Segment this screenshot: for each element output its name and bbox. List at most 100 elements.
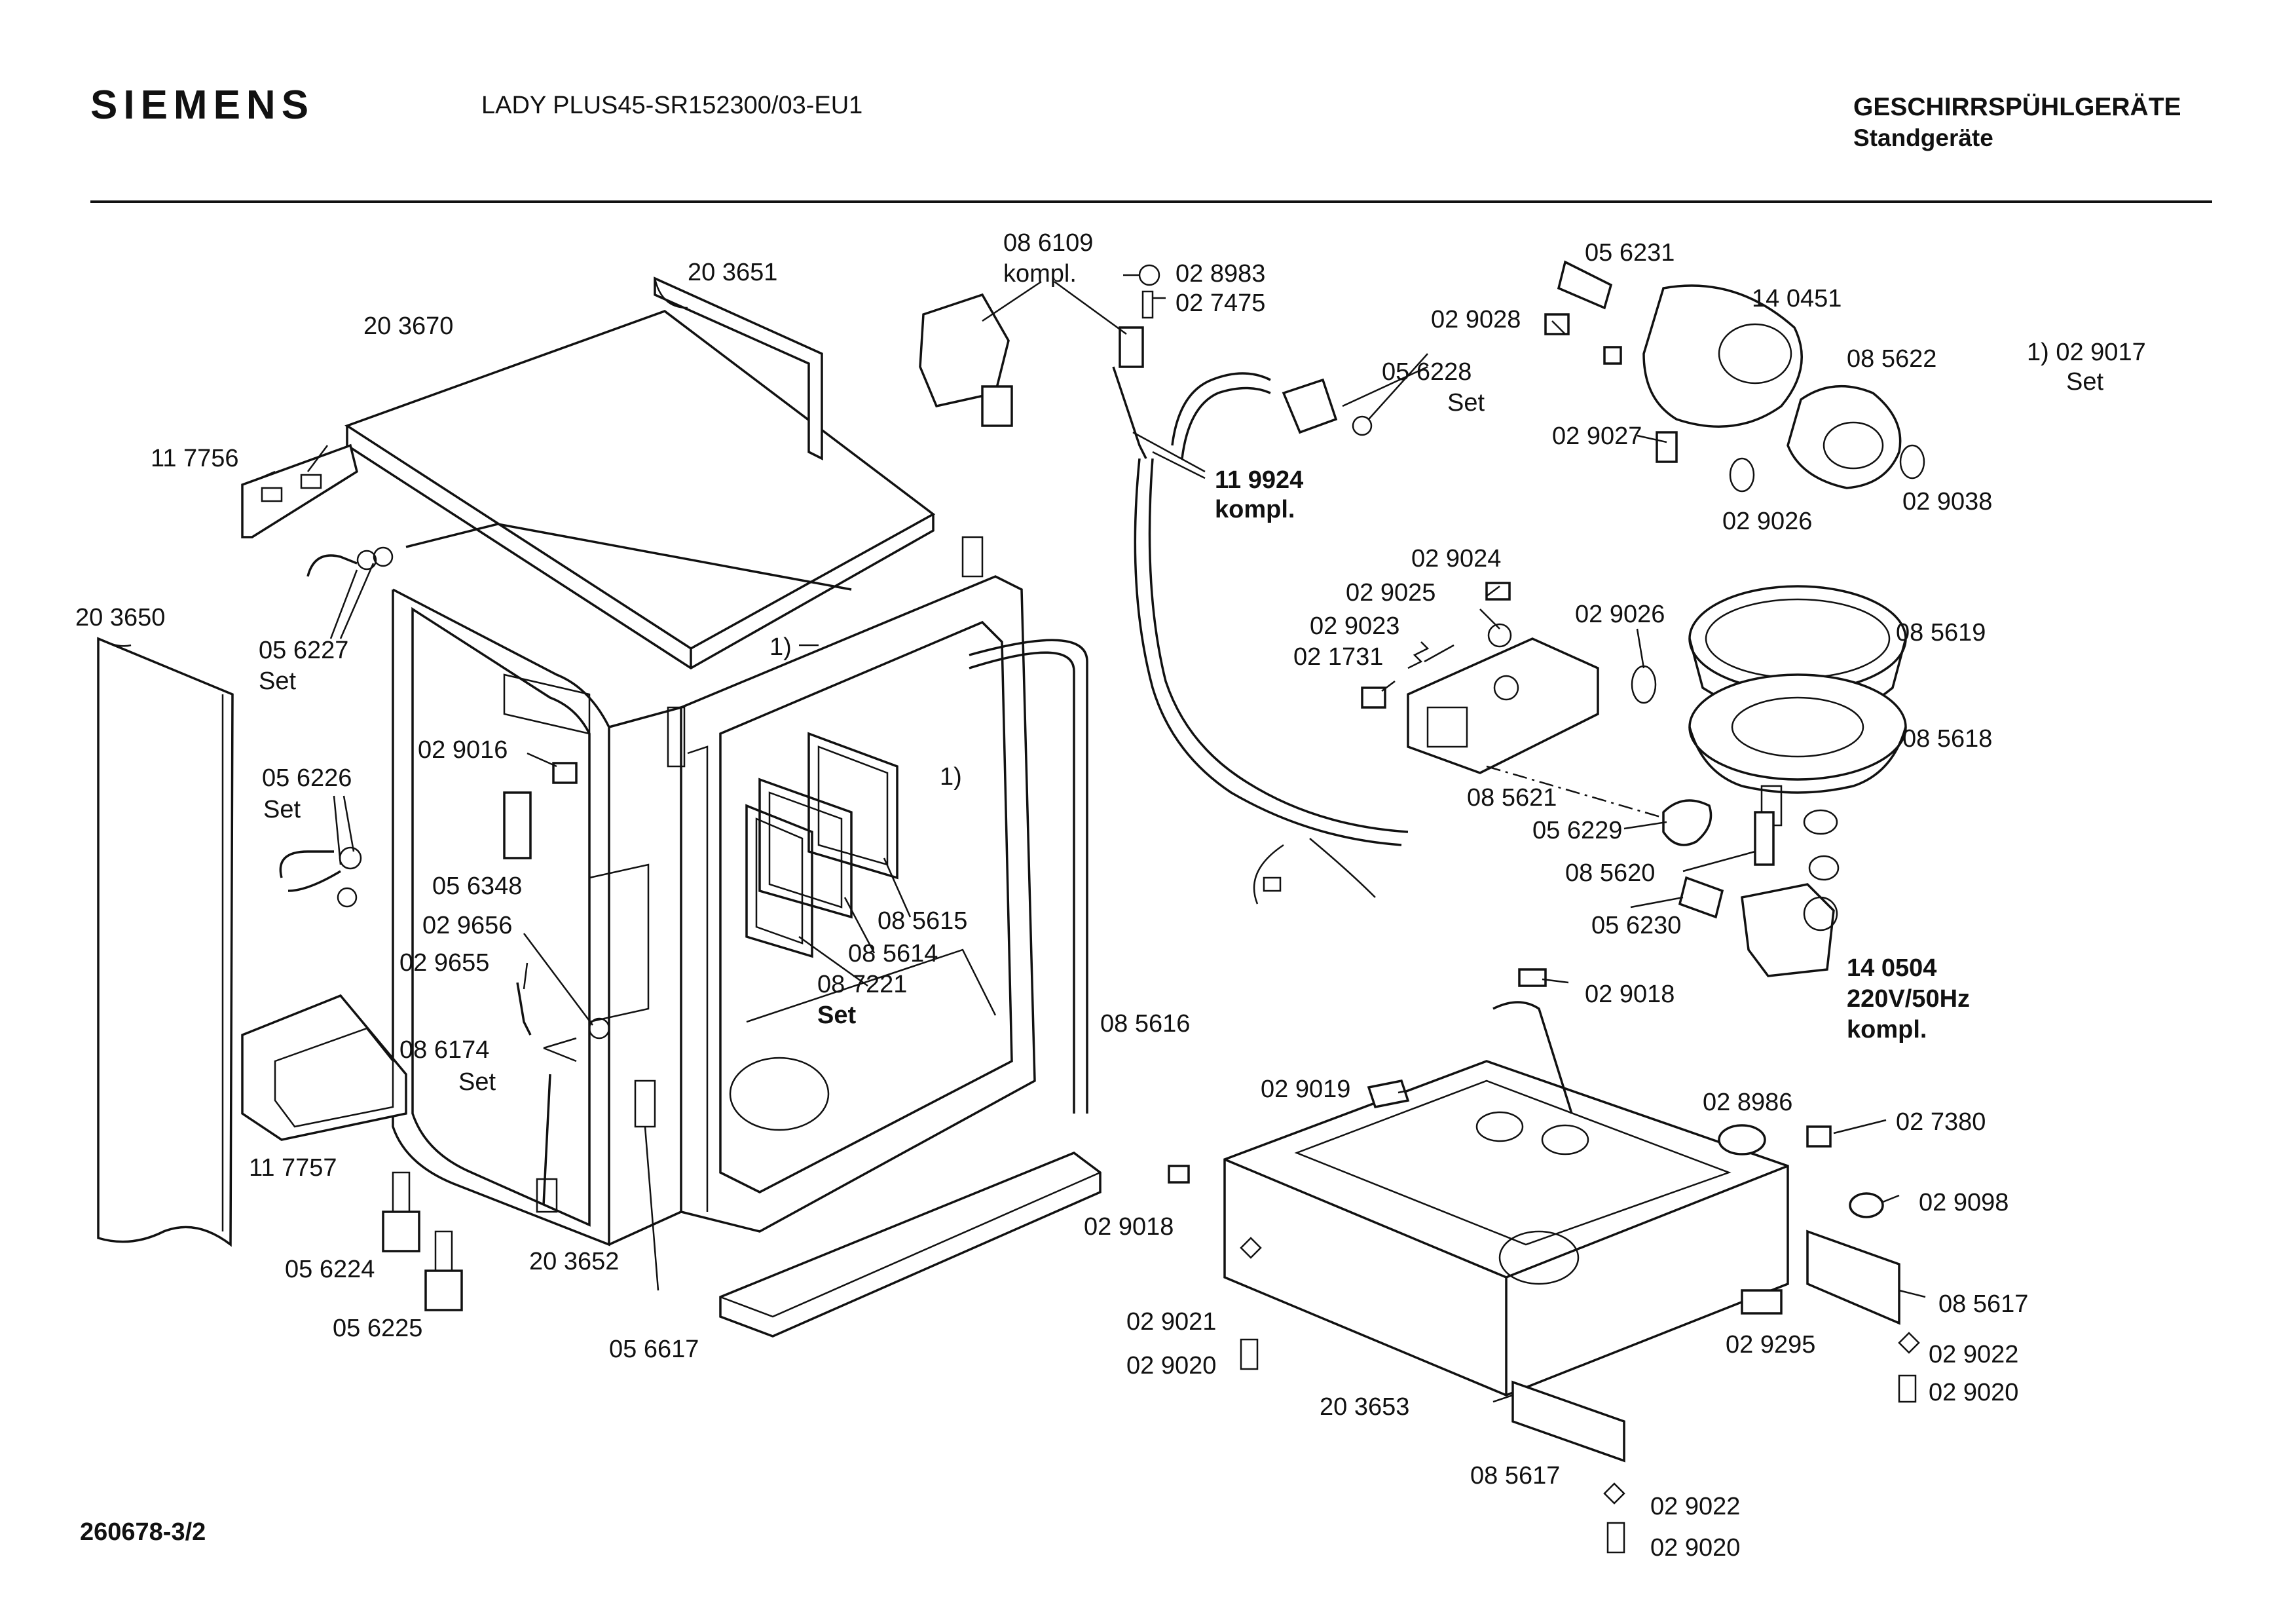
- callout-021731: 02 1731: [1293, 643, 1383, 671]
- leader-lines: [251, 274, 1926, 1403]
- callout-029098: 02 9098: [1919, 1189, 2009, 1216]
- callout-056228-set: Set: [1447, 389, 1485, 417]
- callout-056228: 05 6228: [1382, 358, 1472, 386]
- door-switch-parts: [503, 762, 656, 1213]
- inlet-assembly: [919, 264, 1160, 459]
- callout-086174: 08 6174: [399, 1036, 489, 1064]
- callout-029016: 02 9016: [418, 736, 508, 764]
- callout-029028: 02 9028: [1431, 306, 1521, 333]
- appliance-category: GESCHIRRSPÜHLGERÄTE: [1853, 93, 2181, 121]
- callout-085622: 08 5622: [1847, 345, 1936, 373]
- callout-086109: 08 6109: [1003, 229, 1093, 257]
- part-callouts: 20 3651 20 3670 11 7756 20 3650 05 6227 …: [75, 229, 2146, 1562]
- callout-029022-right: 02 9022: [1929, 1341, 2018, 1368]
- callout-119924-kompl: kompl.: [1215, 496, 1295, 523]
- callout-140504-volt: 220V/50Hz: [1847, 985, 1970, 1013]
- callout-085620: 08 5620: [1565, 859, 1655, 887]
- callout-028986: 02 8986: [1703, 1089, 1792, 1116]
- callout-029295: 02 9295: [1726, 1331, 1815, 1359]
- sump-manifold-parts: [1361, 582, 1690, 827]
- inlet-valve-parts: [1662, 799, 1840, 977]
- callout-029655: 02 9655: [399, 949, 489, 977]
- footnote-line1: 1) 02 9017: [2027, 339, 2146, 366]
- hose-sets: [279, 546, 394, 908]
- callout-056617: 05 6617: [609, 1336, 699, 1363]
- callout-056231: 05 6231: [1585, 239, 1675, 267]
- callout-029018-left: 02 9018: [1084, 1213, 1174, 1241]
- callout-029026-mid: 02 9026: [1575, 601, 1665, 628]
- callout-086109-kompl: kompl.: [1003, 260, 1077, 288]
- callout-029023: 02 9023: [1310, 612, 1399, 640]
- callout-028983: 02 8983: [1176, 260, 1265, 288]
- door-seal-part: [969, 639, 1088, 1114]
- base-small-parts: [1168, 1079, 1920, 1554]
- callout-140451: 14 0451: [1752, 285, 1842, 312]
- callout-029026-top: 02 9026: [1722, 508, 1812, 535]
- callout-056225: 05 6225: [333, 1315, 422, 1342]
- callout-note1-a: 1): [769, 633, 792, 661]
- callout-085619: 08 5619: [1896, 619, 1986, 647]
- callout-029024: 02 9024: [1411, 545, 1501, 572]
- callout-056224: 05 6224: [285, 1256, 375, 1283]
- callout-085617-right: 08 5617: [1938, 1290, 2028, 1318]
- callout-085618: 08 5618: [1902, 725, 1992, 753]
- bottom-rail: [719, 1152, 1102, 1338]
- callout-085616: 08 5616: [1100, 1010, 1190, 1038]
- header-rule: [90, 200, 2212, 203]
- cabinet-frame: [392, 523, 1036, 1247]
- footnote-line2: Set: [2066, 368, 2103, 396]
- callout-056230: 05 6230: [1591, 912, 1681, 939]
- callout-140504-kompl: kompl.: [1847, 1016, 1927, 1043]
- appliance-subcategory: Standgeräte: [1853, 124, 1993, 151]
- filter-frames: [745, 732, 898, 958]
- hose-assembly: [1134, 372, 1409, 905]
- callout-203653: 20 3653: [1320, 1393, 1409, 1421]
- drain-pump-parts: [1729, 385, 1925, 493]
- callout-087221: 08 7221: [817, 971, 907, 998]
- callout-085621: 08 5621: [1467, 784, 1557, 812]
- brand-logo: SIEMENS: [90, 83, 315, 128]
- callout-027475: 02 7475: [1176, 290, 1265, 317]
- callout-056348: 05 6348: [432, 873, 522, 900]
- callout-029018-top: 02 9018: [1585, 981, 1675, 1008]
- model-designation: LADY PLUS45-SR152300/03-EU1: [481, 92, 863, 119]
- callout-085615: 08 5615: [878, 907, 967, 935]
- rear-strip-part: [654, 276, 823, 460]
- callout-029022-bottom: 02 9022: [1650, 1493, 1740, 1520]
- callout-029020-right: 02 9020: [1929, 1379, 2018, 1406]
- callout-203652: 20 3652: [529, 1248, 619, 1275]
- callout-085617-bottom: 08 5617: [1470, 1462, 1560, 1490]
- callout-117757: 11 7757: [249, 1154, 337, 1182]
- callout-029038: 02 9038: [1902, 488, 1992, 516]
- callout-119924: 11 9924: [1215, 466, 1303, 494]
- callout-029656: 02 9656: [422, 912, 512, 939]
- pressure-switches: [382, 1171, 463, 1311]
- callout-029020-left: 02 9020: [1126, 1352, 1216, 1379]
- callout-056226: 05 6226: [262, 764, 352, 792]
- callout-027380: 02 7380: [1896, 1108, 1986, 1136]
- document-number: 260678-3/2: [80, 1518, 206, 1546]
- callout-087221-set: Set: [817, 1002, 856, 1029]
- callout-029021: 02 9021: [1126, 1308, 1216, 1336]
- callout-140504: 14 0504: [1847, 954, 1936, 982]
- side-panel-part: [97, 637, 234, 1247]
- hose-connector-part: [1282, 378, 1373, 436]
- callout-056229: 05 6229: [1532, 817, 1622, 844]
- callout-029027: 02 9027: [1552, 422, 1642, 450]
- callout-086174-set: Set: [458, 1068, 496, 1096]
- filter-sump-parts: [1688, 585, 1907, 835]
- callout-085614: 08 5614: [848, 940, 938, 967]
- insulation-block-part: [241, 994, 407, 1141]
- callout-203650: 20 3650: [75, 604, 165, 631]
- bracket-part-117756: [241, 443, 359, 538]
- pump-housing-parts: [1544, 260, 1803, 463]
- callout-note1-b: 1): [940, 763, 962, 791]
- callout-029020-bottom: 02 9020: [1650, 1534, 1740, 1562]
- base-tray: [1223, 968, 1789, 1397]
- callout-203651: 20 3651: [688, 259, 777, 286]
- callout-117756: 11 7756: [151, 445, 239, 472]
- callout-029019: 02 9019: [1261, 1076, 1350, 1103]
- callout-056227-set: Set: [259, 667, 296, 695]
- callout-056226-set: Set: [263, 796, 301, 823]
